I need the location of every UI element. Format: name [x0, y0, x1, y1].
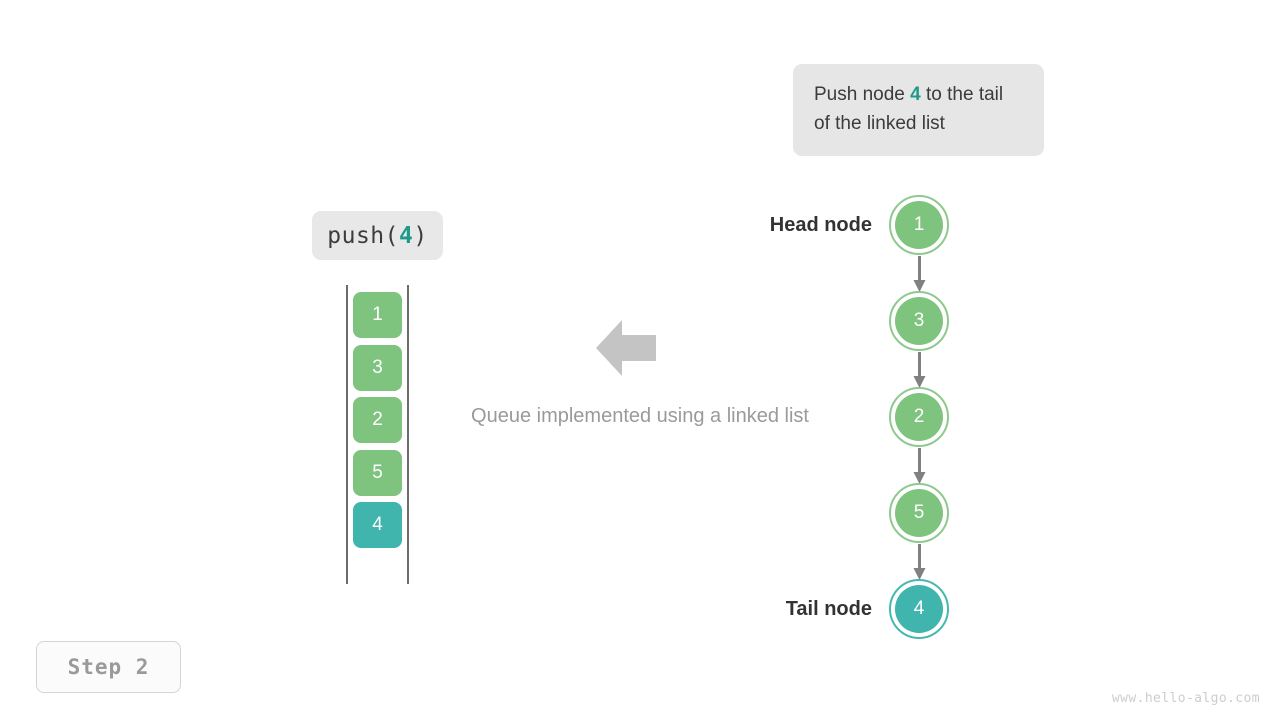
- queue-right-rail: [407, 285, 409, 584]
- node-value: 5: [895, 489, 943, 537]
- queue-item-value: 2: [372, 409, 383, 430]
- left-arrow-icon: [596, 320, 656, 376]
- node-connector-arrow-icon: [913, 256, 926, 293]
- queue-item: 2: [353, 397, 402, 443]
- callout-prefix-text: Push node: [814, 84, 911, 105]
- callout-highlight-value: 4: [910, 84, 921, 105]
- operation-name: push(: [327, 222, 400, 249]
- node-connector-arrow-icon: [913, 448, 926, 485]
- queue-container: 1 3 2 5 4: [346, 285, 409, 584]
- queue-item: 5: [353, 449, 402, 496]
- node-connector-arrow-icon: [913, 352, 926, 389]
- node-value: 4: [895, 585, 943, 633]
- node-value: 1: [895, 201, 943, 249]
- tail-node-label: Tail node: [785, 598, 872, 620]
- linked-list-node-accent: 4: [889, 579, 949, 639]
- queue-left-rail: [346, 285, 348, 584]
- queue-item: 4: [353, 502, 402, 548]
- queue-item-value: 5: [372, 461, 383, 483]
- head-node-label: Head node: [769, 214, 872, 236]
- node-connector-arrow-icon: [913, 544, 926, 581]
- queue-item-value: 4: [372, 514, 383, 535]
- linked-list-node: 5: [889, 483, 949, 543]
- queue-item-value: 3: [372, 356, 383, 378]
- operation-argument: 4: [399, 222, 414, 249]
- step-badge: Step 2: [36, 641, 181, 693]
- linked-list-node: 1: [889, 195, 949, 255]
- linked-list-node: 2: [889, 387, 949, 447]
- node-value: 2: [895, 393, 943, 441]
- linked-list-container: 1 3 2 5 4: [880, 185, 960, 645]
- queue-item: 1: [353, 292, 402, 338]
- watermark: www.hello-algo.com: [1111, 691, 1260, 706]
- queue-item-value: 1: [372, 304, 383, 325]
- node-value: 3: [895, 297, 943, 345]
- operation-label: push(4): [312, 211, 443, 260]
- operation-close-paren: ): [413, 222, 428, 249]
- instruction-callout: Push node 4 to the tail of the linked li…: [793, 64, 1044, 156]
- callout-suffix-text: to the tail of the linked list: [814, 84, 1004, 134]
- linked-list-node: 3: [889, 291, 949, 351]
- diagram-caption: Queue implemented using a linked list: [471, 405, 809, 427]
- queue-item: 3: [353, 344, 402, 391]
